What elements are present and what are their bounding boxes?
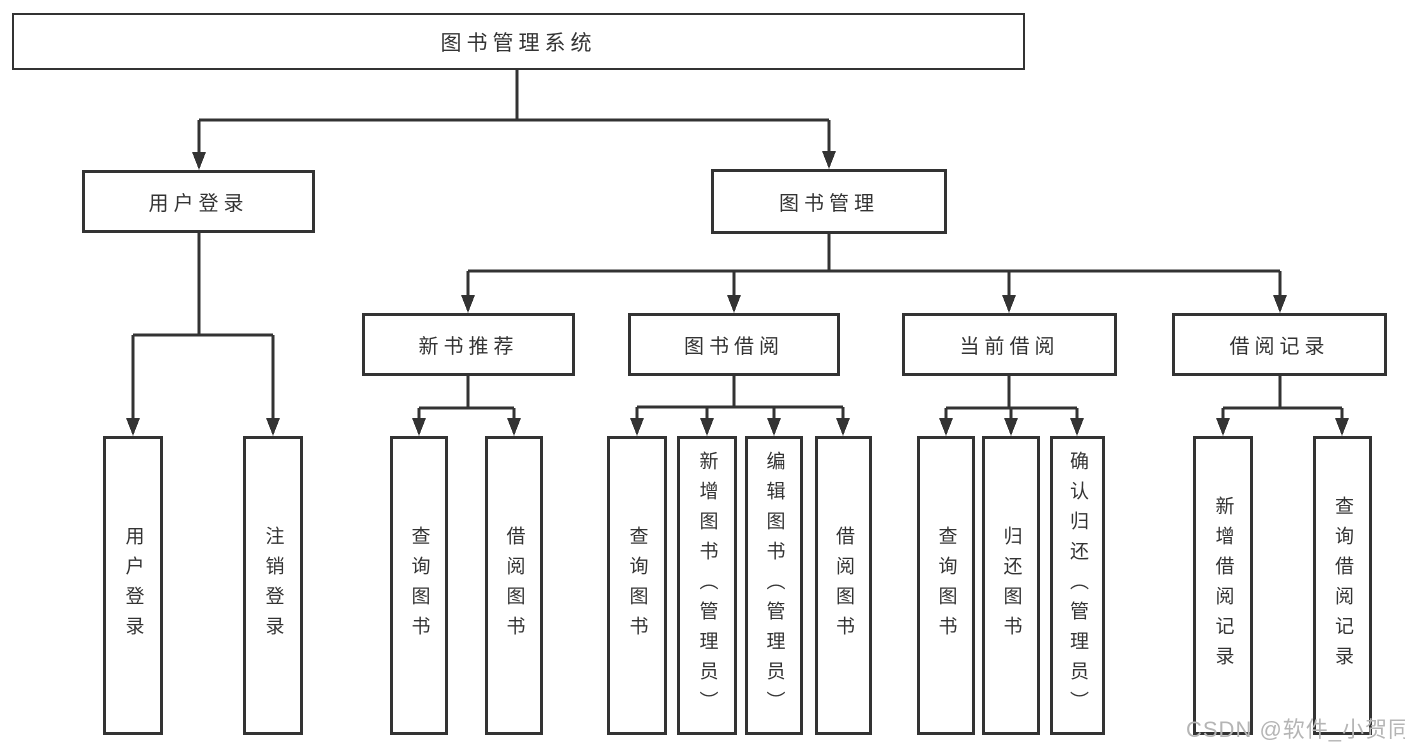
leaf-current-confirm-return-admin-label: 确认归还（管理员） bbox=[1067, 450, 1088, 721]
leaf-borrowing-borrow-books: 借阅图书 bbox=[815, 436, 872, 735]
leaf-current-query-books: 查询图书 bbox=[917, 436, 975, 735]
leaf-current-confirm-return-admin: 确认归还（管理员） bbox=[1050, 436, 1105, 735]
leaf-borrowing-query-books-label: 查询图书 bbox=[626, 525, 648, 646]
leaf-borrowing-query-books: 查询图书 bbox=[607, 436, 667, 735]
node-user-login: 用户登录 bbox=[82, 170, 315, 233]
leaf-borrowing-edit-books-admin-label: 编辑图书（管理员） bbox=[763, 450, 785, 721]
leaf-user-login-label: 用户登录 bbox=[122, 525, 144, 646]
leaf-current-return-books: 归还图书 bbox=[982, 436, 1040, 735]
leaf-borrowing-add-books-admin-label: 新增图书（管理员） bbox=[696, 450, 718, 721]
leaf-current-return-books-label: 归还图书 bbox=[1000, 525, 1022, 646]
node-borrowing-records: 借阅记录 bbox=[1172, 313, 1387, 376]
leaf-records-query-borrow-record: 查询借阅记录 bbox=[1313, 436, 1372, 735]
leaf-borrowing-add-books-admin: 新增图书（管理员） bbox=[677, 436, 737, 735]
leaf-user-login: 用户登录 bbox=[103, 436, 163, 735]
node-book-management: 图书管理 bbox=[711, 169, 947, 234]
leaf-newbook-query-books-label: 查询图书 bbox=[408, 525, 430, 646]
leaf-records-add-borrow-record-label: 新增借阅记录 bbox=[1212, 495, 1234, 676]
node-current-borrowing: 当前借阅 bbox=[902, 313, 1117, 376]
leaf-borrowing-borrow-books-label: 借阅图书 bbox=[833, 525, 854, 646]
leaf-logout: 注销登录 bbox=[243, 436, 303, 735]
leaf-logout-label: 注销登录 bbox=[262, 525, 284, 646]
leaf-records-add-borrow-record: 新增借阅记录 bbox=[1193, 436, 1253, 735]
node-library-management-system: 图书管理系统 bbox=[12, 13, 1025, 70]
leaf-current-query-books-label: 查询图书 bbox=[935, 525, 957, 646]
leaf-newbook-borrow-books-label: 借阅图书 bbox=[503, 525, 525, 646]
leaf-records-query-borrow-record-label: 查询借阅记录 bbox=[1332, 495, 1353, 676]
leaf-borrowing-edit-books-admin: 编辑图书（管理员） bbox=[745, 436, 803, 735]
csdn-watermark: CSDN @软件_小贺同学 bbox=[1186, 717, 1405, 742]
leaf-newbook-borrow-books: 借阅图书 bbox=[485, 436, 543, 735]
node-book-borrowing: 图书借阅 bbox=[628, 313, 840, 376]
leaf-newbook-query-books: 查询图书 bbox=[390, 436, 448, 735]
node-new-book-recommendation: 新书推荐 bbox=[362, 313, 575, 376]
connector-lines bbox=[131, 70, 1344, 420]
